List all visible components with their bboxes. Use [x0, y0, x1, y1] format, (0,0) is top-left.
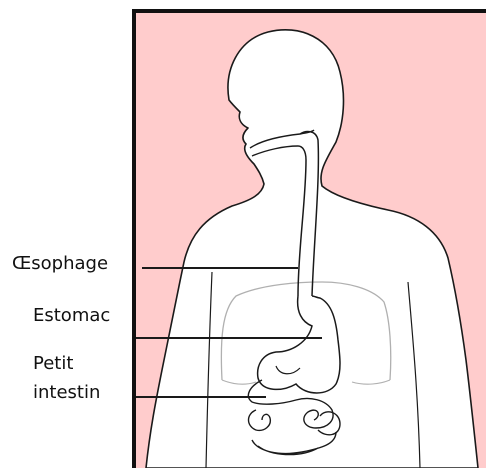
- label-petit-intestin: Petit intestin: [33, 349, 100, 407]
- label-petit-intestin-line2: intestin: [33, 378, 100, 407]
- label-estomac: Estomac: [33, 303, 110, 329]
- label-oesophage: Œsophage: [12, 251, 108, 277]
- label-petit-intestin-line1: Petit: [33, 349, 100, 378]
